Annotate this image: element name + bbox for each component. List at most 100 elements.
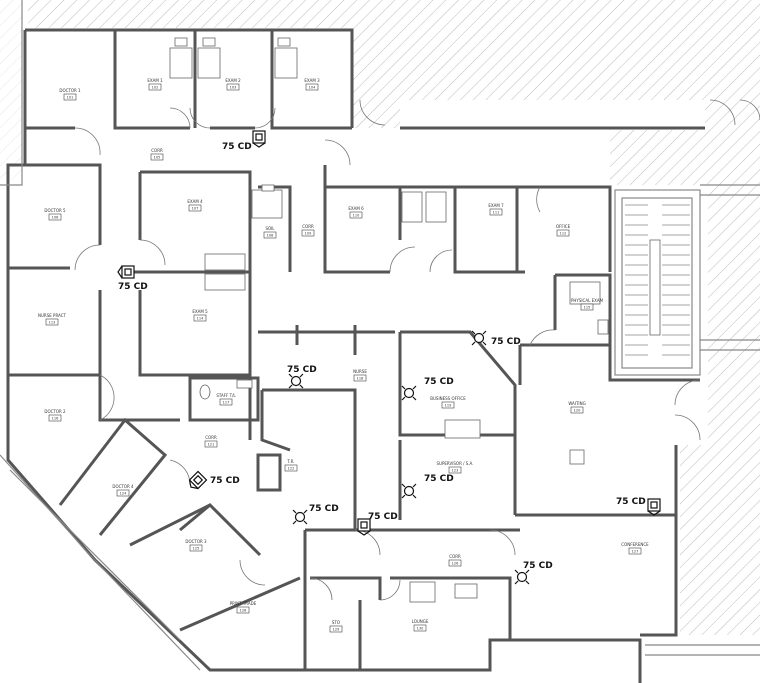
- room-number-box: [188, 204, 202, 212]
- room-tag: CORR 121: [204, 435, 218, 448]
- device-candela-label: 75 CD: [309, 504, 339, 514]
- room-number: 104: [309, 86, 316, 90]
- room-tag: EXAM 4 107: [187, 199, 203, 212]
- room-number: 124: [120, 492, 127, 496]
- room-name: OFFICE: [556, 224, 571, 229]
- room-number-box: [48, 414, 62, 422]
- room-name: CORR: [205, 435, 217, 440]
- room-number: 117: [223, 401, 230, 405]
- room-name: EXAM 5: [192, 309, 208, 314]
- room-name: EXAM 1: [147, 78, 163, 83]
- room-name: EXAM 4: [187, 199, 203, 204]
- room-number: 101: [67, 96, 74, 100]
- device-candela-label: 75 CD: [210, 476, 240, 486]
- device-candela-label: 75 CD: [424, 377, 454, 387]
- ceiling-strobe-icon: [288, 373, 304, 389]
- room-tag: DOCTOR 1 101: [59, 88, 81, 101]
- room-name: LOUNGE: [412, 619, 429, 624]
- room-name: CONFERENCE: [621, 542, 649, 547]
- room-number-box: [63, 93, 77, 101]
- wall-strobe-icon: [252, 130, 266, 148]
- room-tag: EXAM 5 114: [192, 309, 208, 322]
- room-number-box: [448, 559, 462, 567]
- notification-devices: 75 CD 75 CD 75 CD 75 CD 75 CD 75 CD 75 CD 75 CD…: [117, 130, 661, 585]
- room-number-box: [148, 83, 162, 91]
- ceiling-strobe-icon: [471, 330, 487, 346]
- room-name: DOCTOR 3: [185, 539, 207, 544]
- room-name: DOCTOR 2: [44, 409, 66, 414]
- room-name: NURSE: [353, 369, 367, 374]
- room-name: EXAM 7: [488, 203, 504, 208]
- room-name: DOCTOR 4: [112, 484, 134, 489]
- room-name: SOIL: [265, 226, 275, 231]
- device-candela-label: 75 CD: [287, 365, 317, 375]
- device-candela-label: 75 CD: [491, 337, 521, 347]
- room-name: PHYSICAL EXAM: [571, 298, 604, 303]
- room-tag: BUSINESS OFFICE 119: [430, 396, 466, 409]
- room-number: 107: [192, 207, 199, 211]
- room-name: T.R.: [286, 459, 294, 464]
- room-number-box: [489, 208, 503, 216]
- room-name: STAFF T/L: [216, 393, 236, 398]
- room-tag: NURSE PRACT 113: [38, 313, 67, 326]
- room-number: 109: [305, 232, 312, 236]
- room-tag: LOUNGE 130: [412, 619, 429, 632]
- room-number-box: [448, 466, 462, 474]
- room-number: 120: [574, 409, 581, 413]
- ceiling-strobe-icon: [514, 569, 530, 585]
- room-number-box: [413, 624, 427, 632]
- wall-strobe-icon: [117, 265, 135, 279]
- ceiling-strobe-icon: [292, 509, 308, 525]
- room-number: 123: [452, 469, 459, 473]
- room-number: 119: [445, 404, 452, 408]
- room-number-box: [226, 83, 240, 91]
- room-tag: EXAM 1 102: [147, 78, 163, 91]
- device-candela-label: 75 CD: [118, 282, 148, 292]
- room-number-box: [329, 625, 343, 633]
- room-name: STO: [332, 620, 340, 625]
- room-number: 102: [152, 86, 159, 90]
- room-name: NURSE PRACT: [38, 313, 67, 318]
- device-candela-label: 75 CD: [368, 512, 398, 522]
- room-number: 130: [417, 627, 424, 631]
- room-number: 122: [288, 467, 295, 471]
- room-number: 110: [353, 214, 360, 218]
- room-name: BUSINESS OFFICE: [430, 396, 466, 401]
- room-number: 114: [197, 317, 204, 321]
- room-number: 126: [452, 562, 459, 566]
- room-number-box: [236, 606, 250, 614]
- ceiling-strobe-icon: [401, 385, 417, 401]
- room-number-box: [305, 83, 319, 91]
- room-number-box: [193, 314, 207, 322]
- room-number: 105: [154, 156, 161, 160]
- door-swings: [74, 99, 760, 601]
- room-name: WAITING: [568, 401, 585, 406]
- room-number-box: [45, 318, 59, 326]
- room-number: 118: [357, 377, 364, 381]
- room-name: SUPERVISOR / S.A.: [437, 461, 474, 466]
- room-number-box: [441, 401, 455, 409]
- fixtures: [169, 37, 609, 603]
- room-name: DOCTOR 1: [59, 88, 81, 93]
- room-number-box: [284, 464, 298, 472]
- device-candela-label: 75 CD: [616, 497, 646, 507]
- room-number: 121: [208, 443, 215, 447]
- room-number: 113: [49, 321, 56, 325]
- room-name: CORR: [151, 148, 163, 153]
- room-name: PRINT TRADE: [230, 601, 257, 606]
- room-name: EXAM 2: [225, 78, 241, 83]
- room-tag: STAFF T/L 117: [216, 393, 236, 406]
